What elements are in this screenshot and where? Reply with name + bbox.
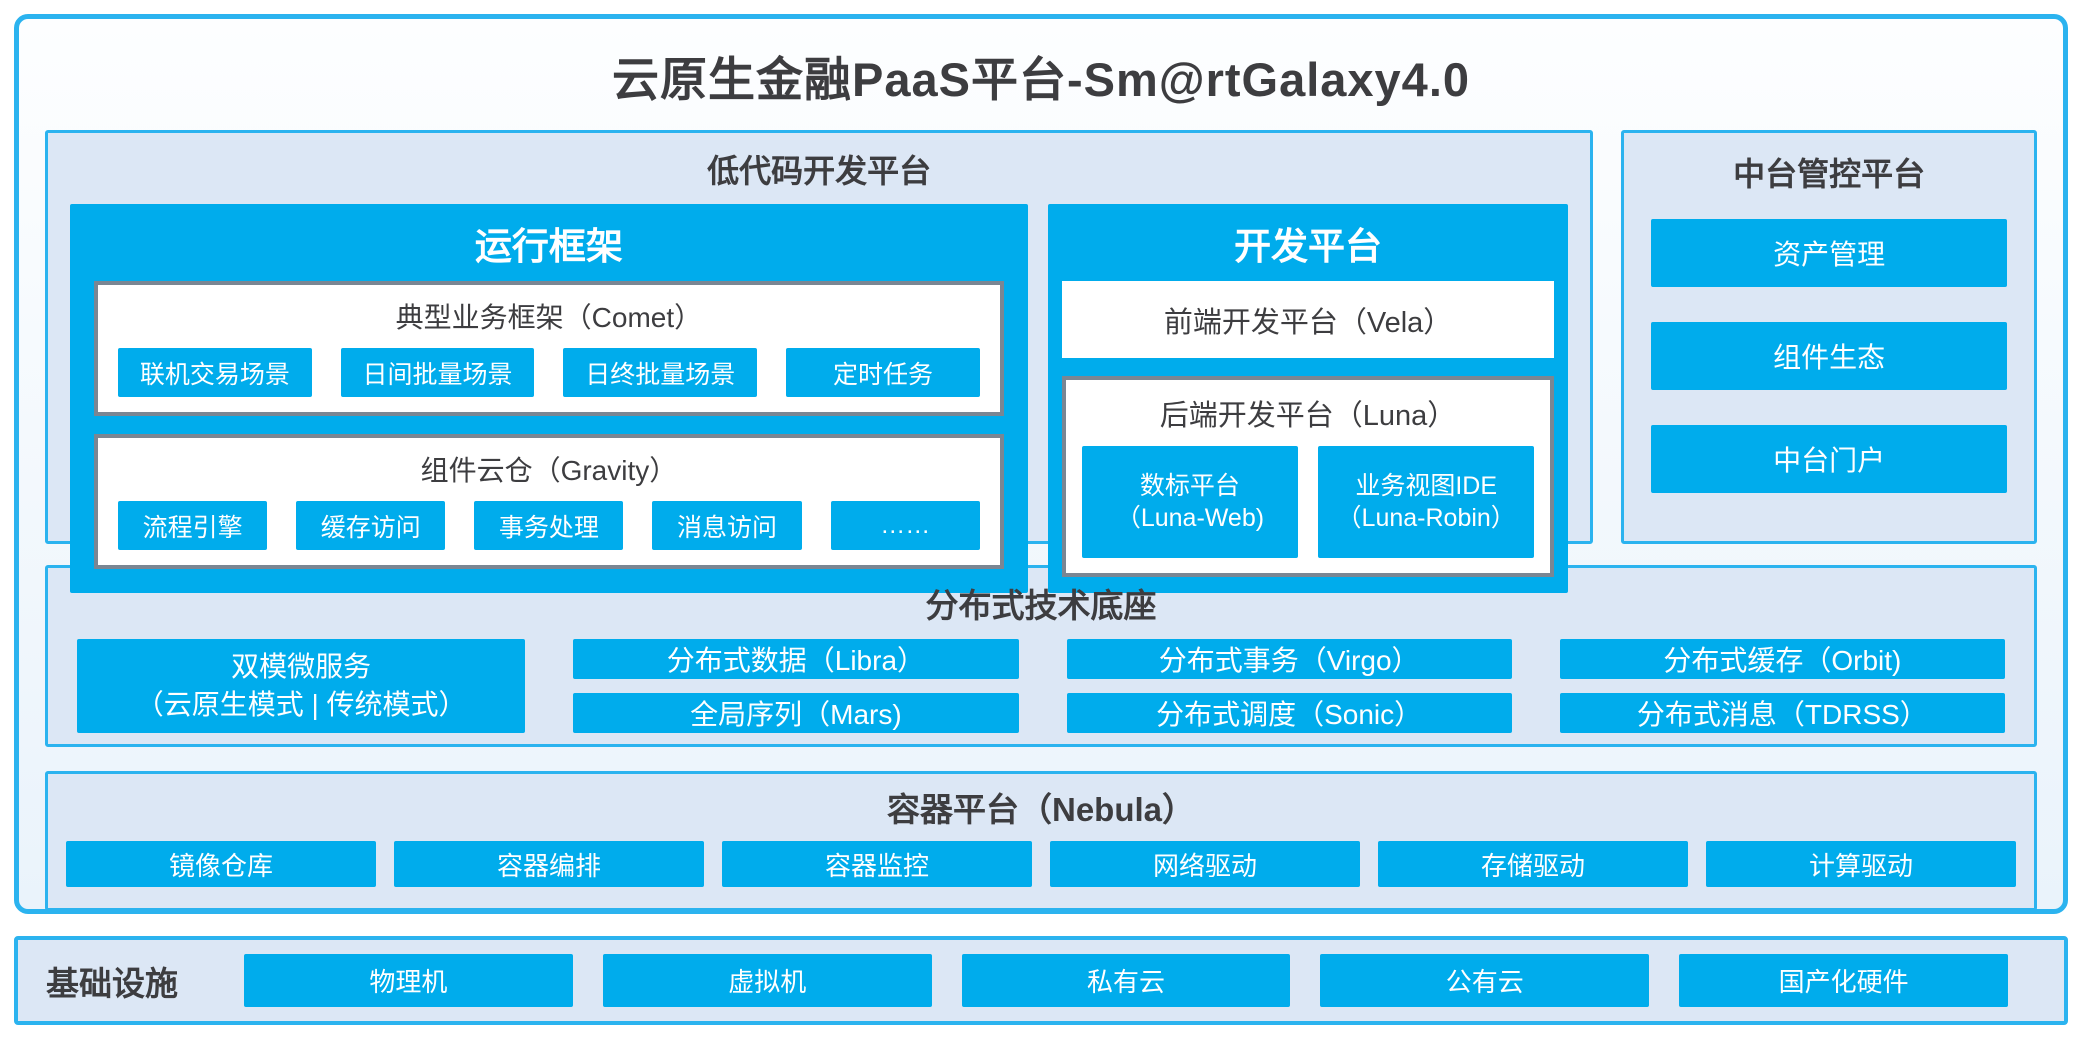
panel-container-platform-nebula: 容器平台（Nebula） 镜像仓库 容器编排 容器监控 网络驱动 存储驱动 计算… <box>45 771 2037 911</box>
distributed-column-1: 分布式数据（Libra） 全局序列（Mars) <box>573 639 1019 733</box>
node-domestic-hardware: 国产化硬件 <box>1679 954 2008 1007</box>
luna-node-row: 数标平台 （Luna-Web) 业务视图IDE （Luna-Robin） <box>1081 446 1535 558</box>
panel-low-code-platform: 低代码开发平台 运行框架 典型业务框架（Comet） 联机交易场景 日间批量场景… <box>45 130 1594 593</box>
node-cache-access: 缓存访问 <box>296 501 446 550</box>
luna-title: 后端开发平台（Luna） <box>1159 400 1457 432</box>
node-public-cloud: 公有云 <box>1320 954 1650 1007</box>
low-code-inner: 运行框架 典型业务框架（Comet） 联机交易场景 日间批量场景 日终批量场景 … <box>48 204 1590 615</box>
panel-middle-platform-control: 中台管控平台 资产管理 组件生态 中台门户 <box>1621 130 2037 544</box>
panel-dev-platform: 开发平台 前端开发平台（Vela） 后端开发平台（Luna） 数标平台 （Lun… <box>1047 204 1569 593</box>
node-distributed-cache-orbit: 分布式缓存（Orbit) <box>1559 639 2005 679</box>
box-vela-frontend-platform: 前端开发平台（Vela） <box>1061 281 1555 358</box>
node-component-ecosystem: 组件生态 <box>1651 322 2007 390</box>
node-ellipsis-more: …… <box>830 501 980 550</box>
infrastructure-label: 基础设施 <box>46 964 178 1002</box>
gravity-title: 组件云仓（Gravity） <box>420 455 678 486</box>
node-transaction-processing: 事务处理 <box>474 501 624 550</box>
node-middle-platform-portal: 中台门户 <box>1651 425 2007 493</box>
node-global-sequence-mars: 全局序列（Mars) <box>573 693 1019 733</box>
panel-distributed-tech-base: 分布式技术底座 双模微服务 （云原生模式 | 传统模式） 分布式数据（Libra… <box>45 565 2037 747</box>
middle-platform-title: 中台管控平台 <box>1733 156 1926 192</box>
node-luna-web-data-standard-platform: 数标平台 （Luna-Web) <box>1081 446 1299 558</box>
node-image-registry: 镜像仓库 <box>66 841 376 887</box>
luna-robin-line1: 业务视图IDE <box>1355 471 1498 500</box>
distributed-column-2: 分布式事务（Virgo） 分布式调度（Sonic） <box>1066 639 1512 733</box>
panel-infrastructure: 基础设施 物理机 虚拟机 私有云 公有云 国产化硬件 <box>14 936 2068 1025</box>
node-distributed-scheduling-sonic: 分布式调度（Sonic） <box>1066 693 1512 733</box>
node-storage-driver: 存储驱动 <box>1378 841 1688 887</box>
top-row: 低代码开发平台 运行框架 典型业务框架（Comet） 联机交易场景 日间批量场景… <box>45 130 2037 593</box>
node-distributed-data-libra: 分布式数据（Libra） <box>573 639 1019 679</box>
node-container-monitoring: 容器监控 <box>722 841 1032 887</box>
node-luna-robin-business-view-ide: 业务视图IDE （Luna-Robin） <box>1318 446 1535 558</box>
node-message-access: 消息访问 <box>652 501 802 550</box>
node-physical-machine: 物理机 <box>244 954 573 1007</box>
node-private-cloud: 私有云 <box>961 954 1291 1007</box>
node-network-driver: 网络驱动 <box>1050 841 1360 887</box>
box-luna-backend-platform: 后端开发平台（Luna） 数标平台 （Luna-Web) 业务视图IDE （Lu… <box>1061 376 1555 577</box>
box-comet-business-framework: 典型业务框架（Comet） 联机交易场景 日间批量场景 日终批量场景 定时任务 <box>94 281 1004 416</box>
dev-platform-title: 开发平台 <box>1234 226 1383 267</box>
dual-mode-line2: （云原生模式 | 传统模式） <box>135 689 467 720</box>
container-platform-title: 容器平台（Nebula） <box>886 791 1196 828</box>
low-code-platform-title: 低代码开发平台 <box>707 153 932 189</box>
distributed-node-row: 双模微服务 （云原生模式 | 传统模式） 分布式数据（Libra） 全局序列（M… <box>48 639 2034 748</box>
container-node-row: 镜像仓库 容器编排 容器监控 网络驱动 存储驱动 计算驱动 <box>48 841 2034 908</box>
gravity-node-row: 流程引擎 缓存访问 事务处理 消息访问 …… <box>118 501 980 550</box>
node-virtual-machine: 虚拟机 <box>602 954 932 1007</box>
node-distributed-transaction-virgo: 分布式事务（Virgo） <box>1066 639 1512 679</box>
page-title: 云原生金融PaaS平台-Sm@rtGalaxy4.0 <box>611 53 1471 106</box>
node-compute-driver: 计算驱动 <box>1706 841 2016 887</box>
main-frame: 云原生金融PaaS平台-Sm@rtGalaxy4.0 低代码开发平台 运行框架 … <box>14 14 2068 914</box>
box-gravity-component-warehouse: 组件云仓（Gravity） 流程引擎 缓存访问 事务处理 消息访问 …… <box>94 434 1004 569</box>
node-asset-management: 资产管理 <box>1651 219 2007 287</box>
luna-robin-line2: （Luna-Robin） <box>1336 504 1516 532</box>
node-process-engine: 流程引擎 <box>118 501 268 550</box>
node-container-orchestration: 容器编排 <box>394 841 704 887</box>
runtime-framework-title: 运行框架 <box>474 226 623 267</box>
node-online-transaction-scene: 联机交易场景 <box>118 348 312 397</box>
node-scheduled-task: 定时任务 <box>786 348 980 397</box>
node-distributed-message-tdrss: 分布式消息（TDRSS） <box>1559 693 2005 733</box>
comet-node-row: 联机交易场景 日间批量场景 日终批量场景 定时任务 <box>118 348 980 397</box>
node-end-of-day-batch-scene: 日终批量场景 <box>563 348 758 397</box>
distributed-column-3: 分布式缓存（Orbit) 分布式消息（TDRSS） <box>1559 639 2005 733</box>
node-daytime-batch-scene: 日间批量场景 <box>340 348 535 397</box>
panel-runtime-framework: 运行框架 典型业务框架（Comet） 联机交易场景 日间批量场景 日终批量场景 … <box>70 204 1028 593</box>
node-dual-mode-microservices: 双模微服务 （云原生模式 | 传统模式） <box>77 639 526 733</box>
dual-mode-line1: 双模微服务 <box>231 651 372 683</box>
comet-title: 典型业务框架（Comet） <box>395 302 703 333</box>
luna-web-line1: 数标平台 <box>1139 471 1240 500</box>
distributed-tech-base-title: 分布式技术底座 <box>925 587 1157 624</box>
luna-web-line2: （Luna-Web) <box>1115 504 1265 532</box>
